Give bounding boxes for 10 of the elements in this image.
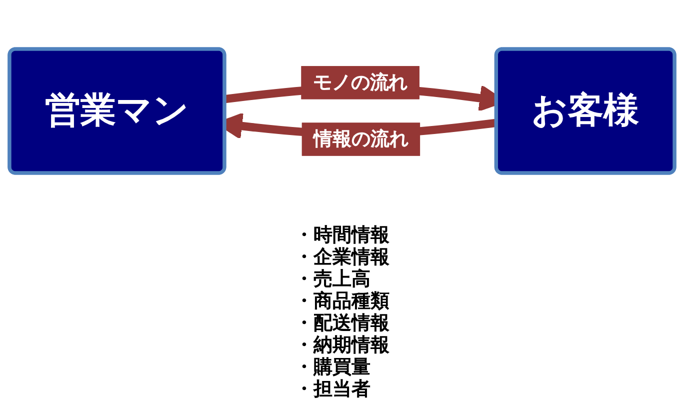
list-item: ・納期情報: [294, 334, 390, 356]
edge-label: モノの流れ: [313, 70, 408, 94]
list-item: ・時間情報: [294, 224, 390, 246]
list-item: ・配送情報: [294, 312, 390, 334]
edge-label: 情報の流れ: [314, 127, 408, 150]
list-item: ・担当者: [294, 378, 370, 400]
list-item: ・購買量: [294, 356, 370, 378]
list-item: ・売上高: [294, 268, 370, 290]
list-item: ・商品種類: [294, 290, 390, 312]
list-item: ・企業情報: [294, 246, 390, 268]
